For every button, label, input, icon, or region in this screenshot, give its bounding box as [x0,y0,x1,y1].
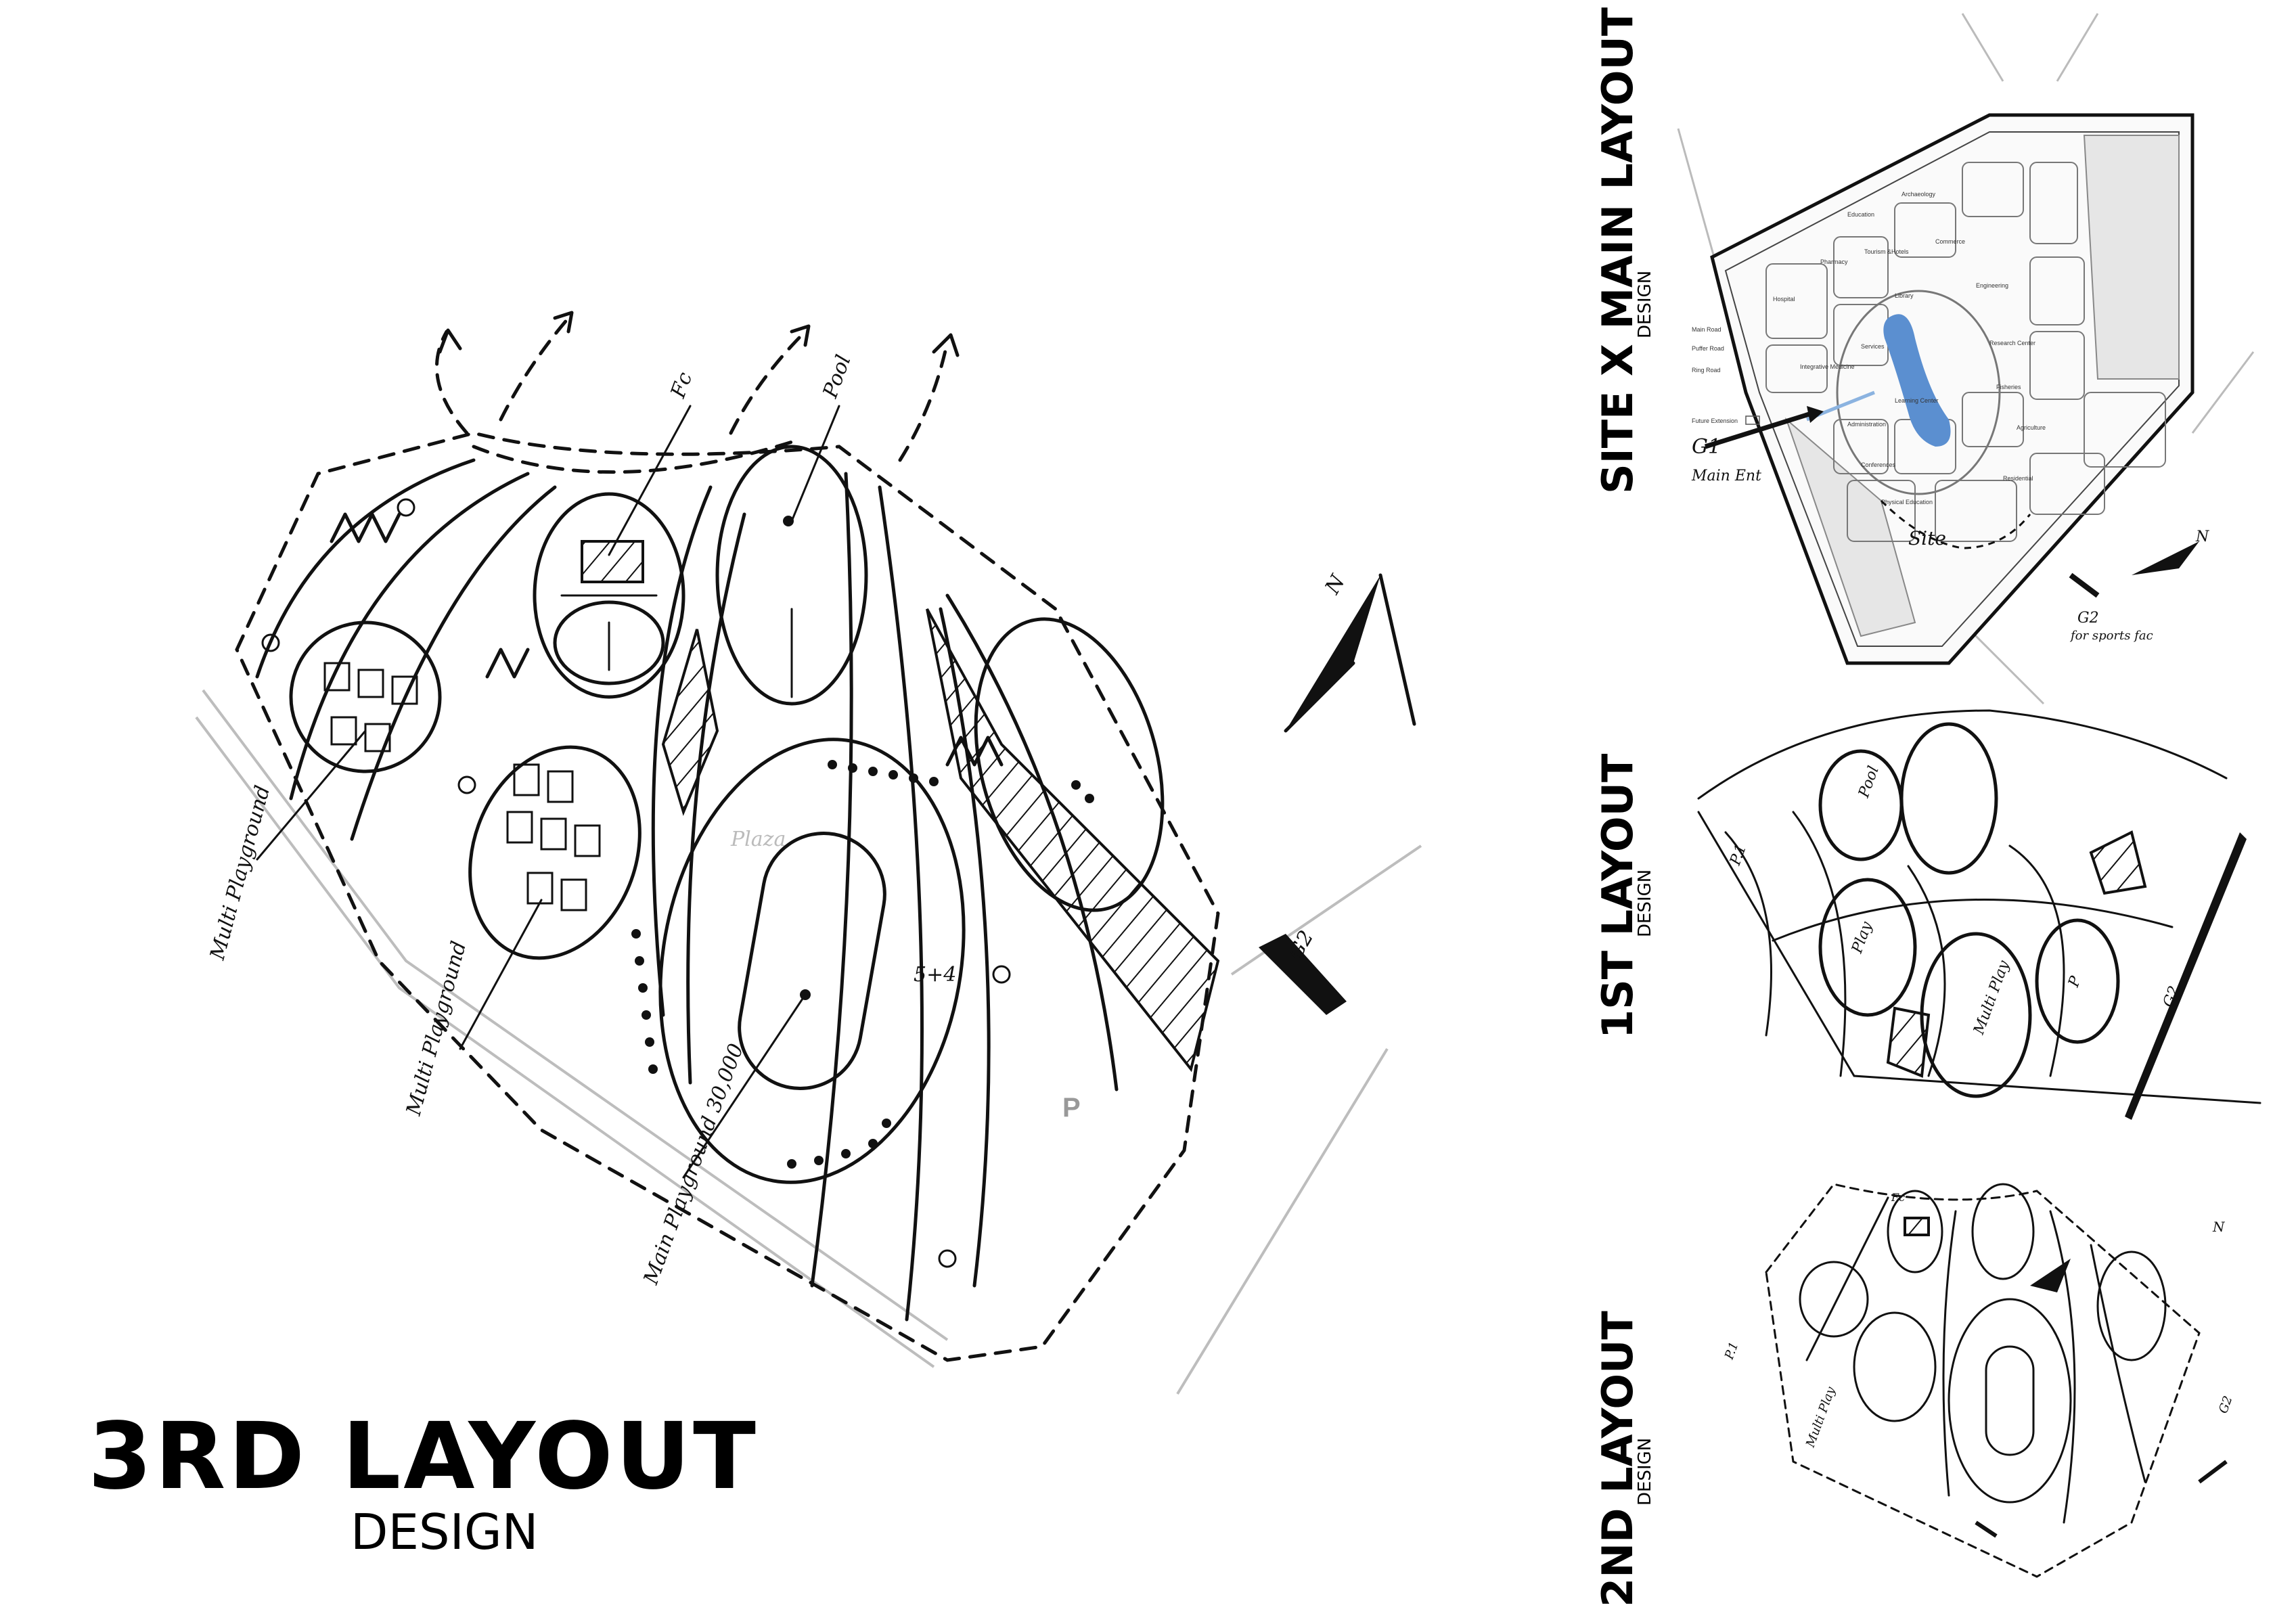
svg-text:Archaeology: Archaeology [1901,191,1936,198]
panel-second-subtitle: DESIGN [1635,1437,1655,1506]
svg-text:Residential: Residential [2003,475,2033,482]
svg-text:N: N [2195,528,2209,545]
svg-text:Administration: Administration [1847,421,1886,428]
oval-fc [533,492,685,699]
label-count: 5+4 [914,963,956,987]
svg-text:Learning Center: Learning Center [1895,397,1939,404]
zigzag-3 [945,736,1004,767]
zigzag-1 [330,512,401,543]
svg-text:Site: Site [1908,527,1946,549]
site-boundary [235,431,1220,1362]
svg-text:Fisheries: Fisheries [1996,384,2021,390]
svg-text:Education: Education [1847,211,1874,218]
svg-text:Hospital: Hospital [1773,296,1795,302]
panel-site-title: SITE X MAIN LAYOUT [1593,7,1642,494]
svg-text:Play: Play [1849,919,1876,956]
panel-second-title: 2ND LAYOUT [1593,1311,1642,1607]
svg-text:Pool: Pool [1855,764,1883,800]
hatched-zone-2 [926,608,1220,1073]
gate-g2-arrow [1259,934,1347,1015]
svg-text:Tourism &Hotels: Tourism &Hotels [1864,248,1909,255]
svg-text:Ring Road: Ring Road [1692,367,1721,374]
svg-text:N: N [2212,1219,2226,1235]
marker-circles [261,498,1011,1268]
second-layout-sketch: Fc P.1 Multi Play G2 N [1722,1183,2236,1578]
label-plaza: Plaza [730,828,786,851]
svg-text:P: P [2065,973,2085,990]
svg-text:Future Extension: Future Extension [1692,418,1738,424]
main-subtitle: DESIGN [351,1504,539,1560]
svg-text:Puffer Road: Puffer Road [1692,345,1724,352]
svg-text:Main Road: Main Road [1692,326,1721,333]
site-map: Archaeology Education Commerce Pharmacy … [1677,13,2255,705]
zigzag-2 [485,648,530,679]
svg-text:Conferences: Conferences [1861,461,1896,468]
svg-text:Multi Play: Multi Play [1971,958,2013,1037]
panel-site-subtitle: DESIGN [1635,270,1655,338]
oval-multi-playground-2 [468,745,641,960]
label-multi-playground-1: Multi Playground [206,783,275,963]
svg-text:Library: Library [1895,292,1914,299]
svg-text:Pharmacy: Pharmacy [1820,258,1848,265]
label-parking: P [1062,1093,1081,1123]
svg-text:Services: Services [1861,343,1885,350]
svg-text:Fc: Fc [1891,1191,1905,1204]
oval-pool [715,445,868,706]
tree-dots [631,760,1094,1169]
svg-text:for sports fac: for sports fac [2069,629,2153,643]
first-layout-sketch: Pool P.1 Play Multi Play P G2 [1697,709,2261,1120]
svg-text:Multi Play: Multi Play [1803,1384,1839,1450]
main-title: 3RD LAYOUT [88,1403,759,1510]
svg-text:Physical Education: Physical Education [1881,499,1933,505]
svg-text:Engineering: Engineering [1976,282,2008,289]
label-pool: Pool [818,352,855,402]
oval-right [974,617,1165,912]
svg-text:G2: G2 [2077,610,2099,627]
svg-text:Commerce: Commerce [1935,238,1965,245]
panel-first-subtitle: DESIGN [1635,869,1655,937]
label-fc: Fc [666,369,697,401]
svg-text:G2: G2 [2216,1394,2236,1415]
svg-text:Agriculture: Agriculture [2017,424,2046,431]
panel-first-title: 1ST LAYOUT [1593,753,1642,1039]
north-arrow [1284,573,1416,733]
svg-text:G1: G1 [1692,435,1721,459]
leader-lines [256,405,840,1179]
svg-text:Integrative Medicine: Integrative Medicine [1800,363,1855,370]
svg-text:P.1: P.1 [1722,1340,1742,1361]
svg-text:Research Center: Research Center [1989,340,2035,346]
hatched-zone-1 [661,629,719,816]
oval-multi-playground-1 [289,621,442,773]
label-north: N [1320,570,1351,599]
main-layout-sketch: Fc Pool Multi Playground Multi Playgroun… [195,311,1422,1395]
svg-text:Main Ent: Main Ent [1691,468,1761,484]
road-lines [195,689,1422,1395]
top-arrows [434,311,960,474]
